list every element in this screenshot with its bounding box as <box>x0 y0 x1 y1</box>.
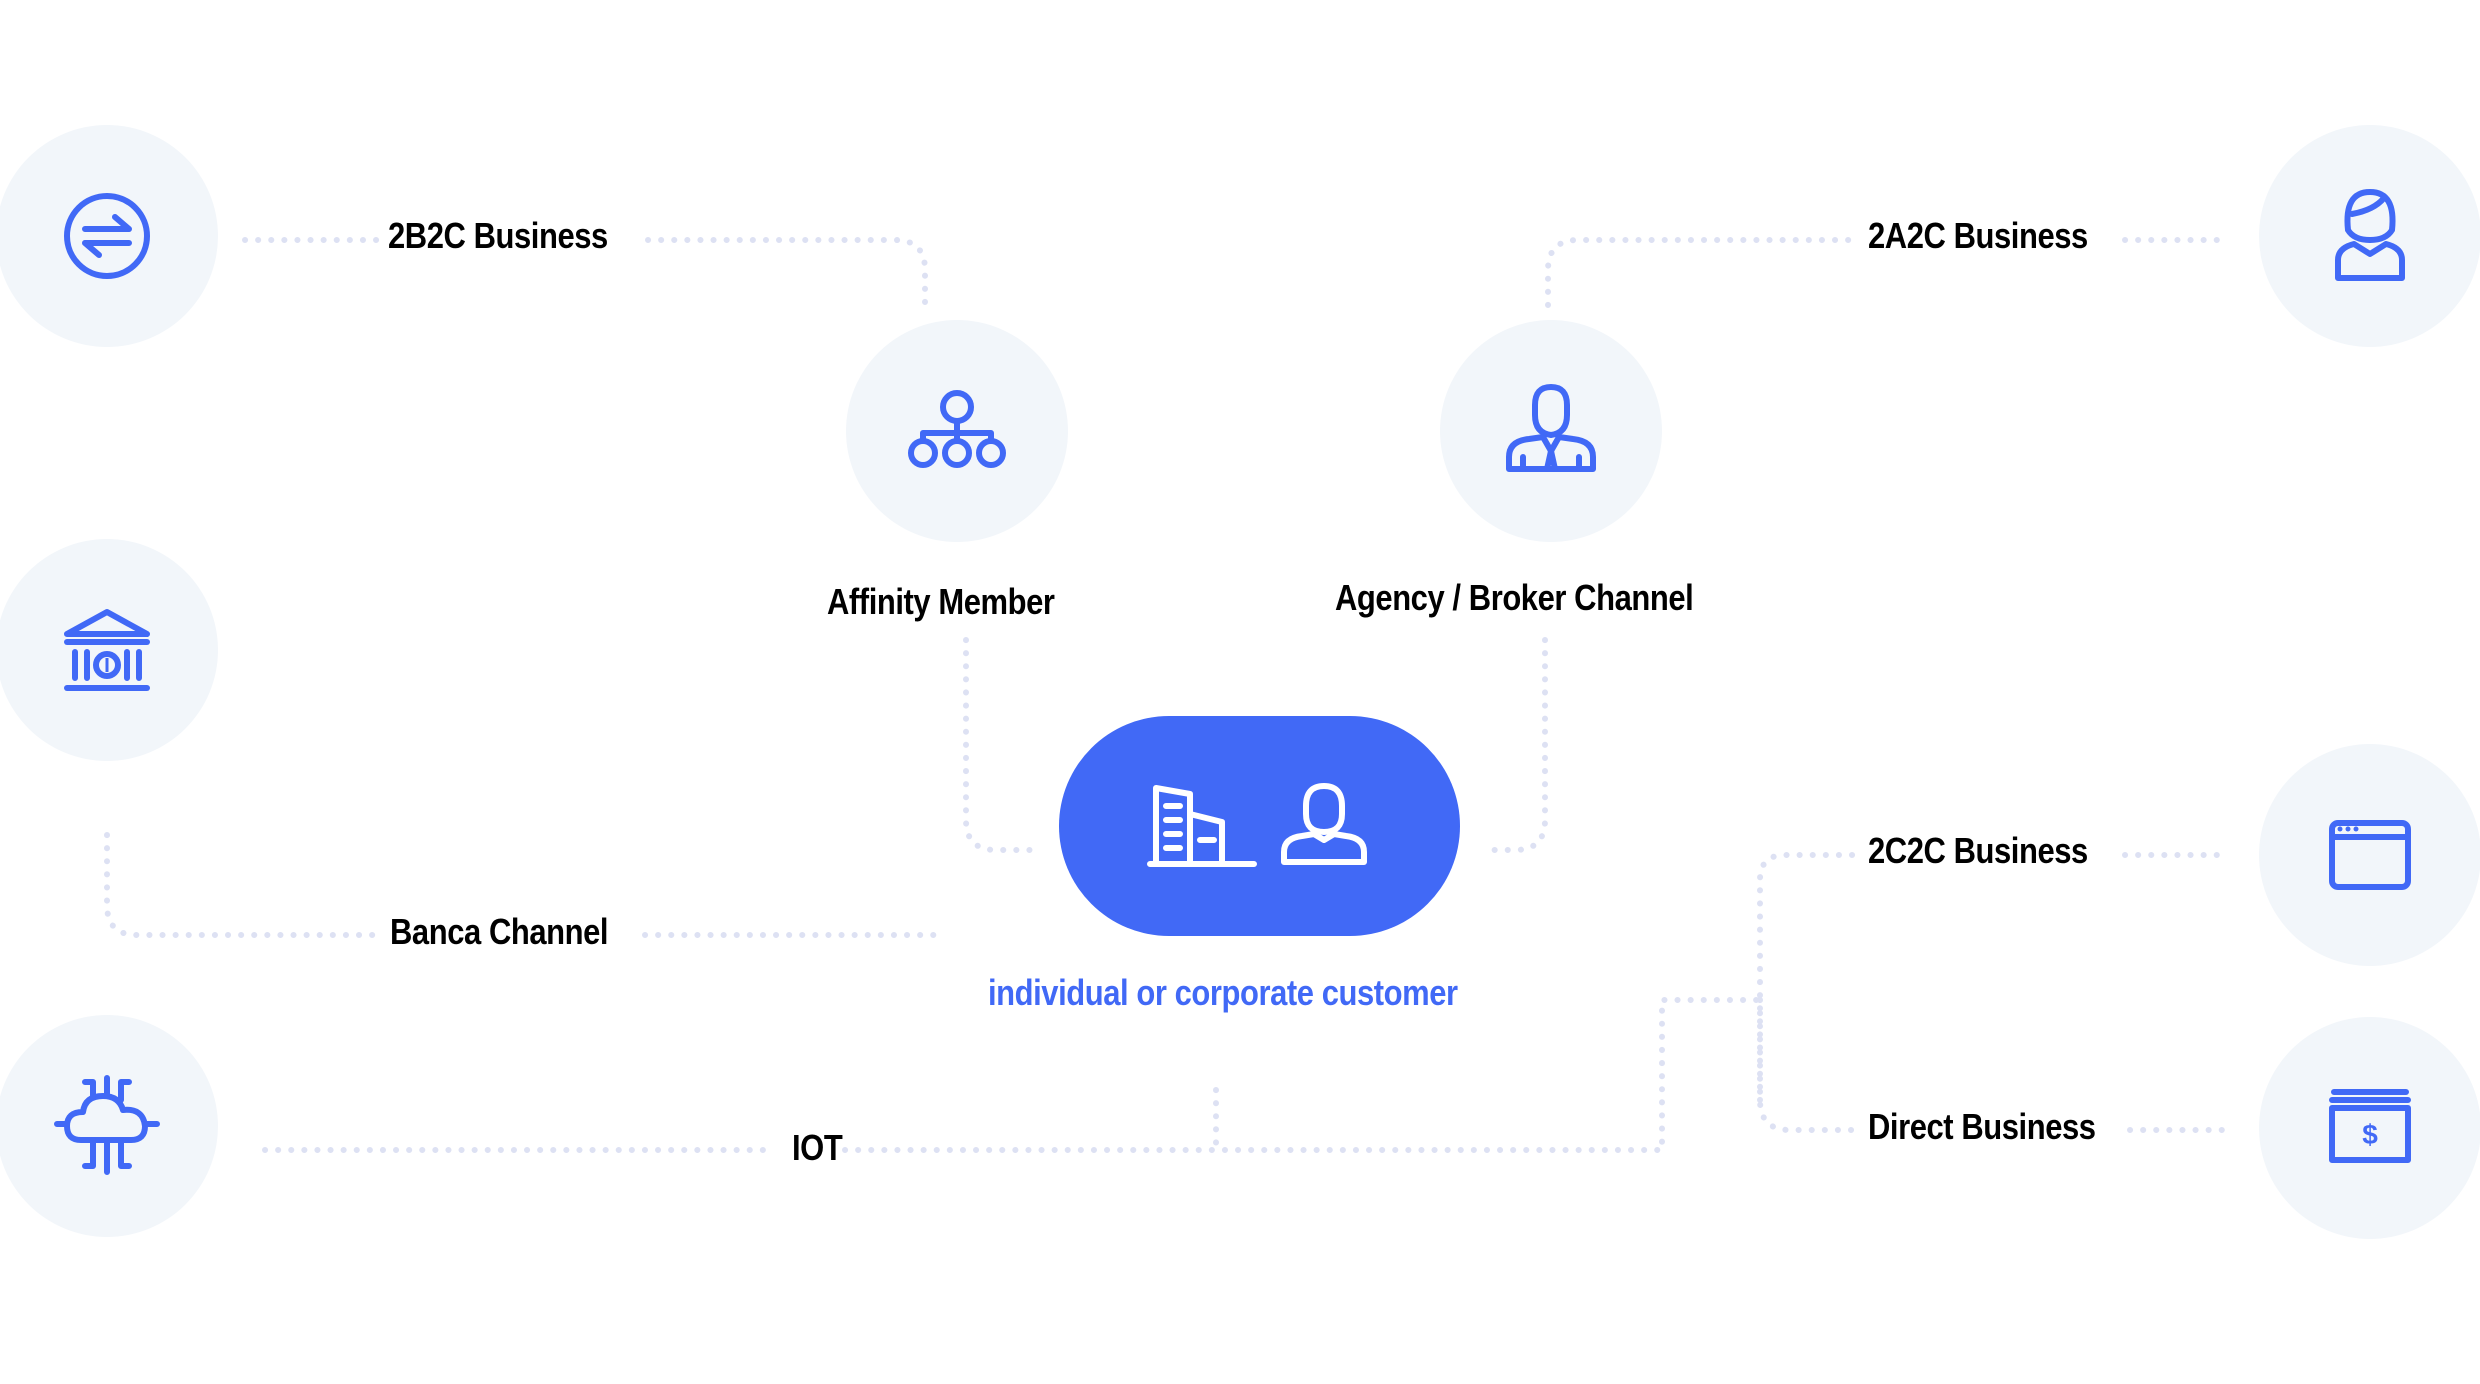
node-agency <box>1440 320 1662 542</box>
connector-iot <box>262 997 1763 1153</box>
svg-text:$: $ <box>2362 1119 2378 1150</box>
label-banca: Banca Channel <box>390 911 609 952</box>
person-icon <box>1281 783 1367 865</box>
browser-window-icon <box>2329 820 2411 890</box>
center-pill <box>1059 716 1460 936</box>
connector-lines <box>104 237 2228 1153</box>
node-2a2c <box>2259 125 2480 347</box>
money-stack-icon: $ <box>2329 1089 2411 1163</box>
label-affinity: Affinity Member <box>827 581 1055 622</box>
connector-2a2c <box>1545 237 2228 308</box>
label-agency: Agency / Broker Channel <box>1335 577 1694 618</box>
cloud-circuit-icon <box>54 1075 160 1175</box>
bank-icon <box>64 609 150 691</box>
label-direct: Direct Business <box>1868 1106 2096 1147</box>
node-iot <box>0 1015 218 1237</box>
label-2a2c: 2A2C Business <box>1868 215 2088 256</box>
connector-agency-center <box>1479 637 1548 853</box>
connector-banca <box>104 832 943 938</box>
exchange-arrows-icon <box>64 193 150 279</box>
org-hierarchy-icon <box>908 390 1006 468</box>
node-banca <box>0 539 218 761</box>
connector-direct <box>1757 997 2228 1133</box>
building-icon <box>1147 785 1257 867</box>
node-2b2c <box>0 125 218 347</box>
businessman-icon <box>1506 384 1596 472</box>
label-2b2c: 2B2C Business <box>388 215 608 256</box>
node-2c2c <box>2259 744 2480 966</box>
connector-affinity-center <box>963 637 1033 853</box>
label-iot: IOT <box>792 1127 843 1168</box>
node-direct <box>2259 1017 2480 1239</box>
label-center: individual or corporate customer <box>988 972 1458 1013</box>
connector-c2c <box>1757 852 2228 1103</box>
woman-user-icon <box>2335 189 2405 281</box>
label-2c2c: 2C2C Business <box>1868 830 2088 871</box>
connector-2b2c <box>242 237 928 308</box>
